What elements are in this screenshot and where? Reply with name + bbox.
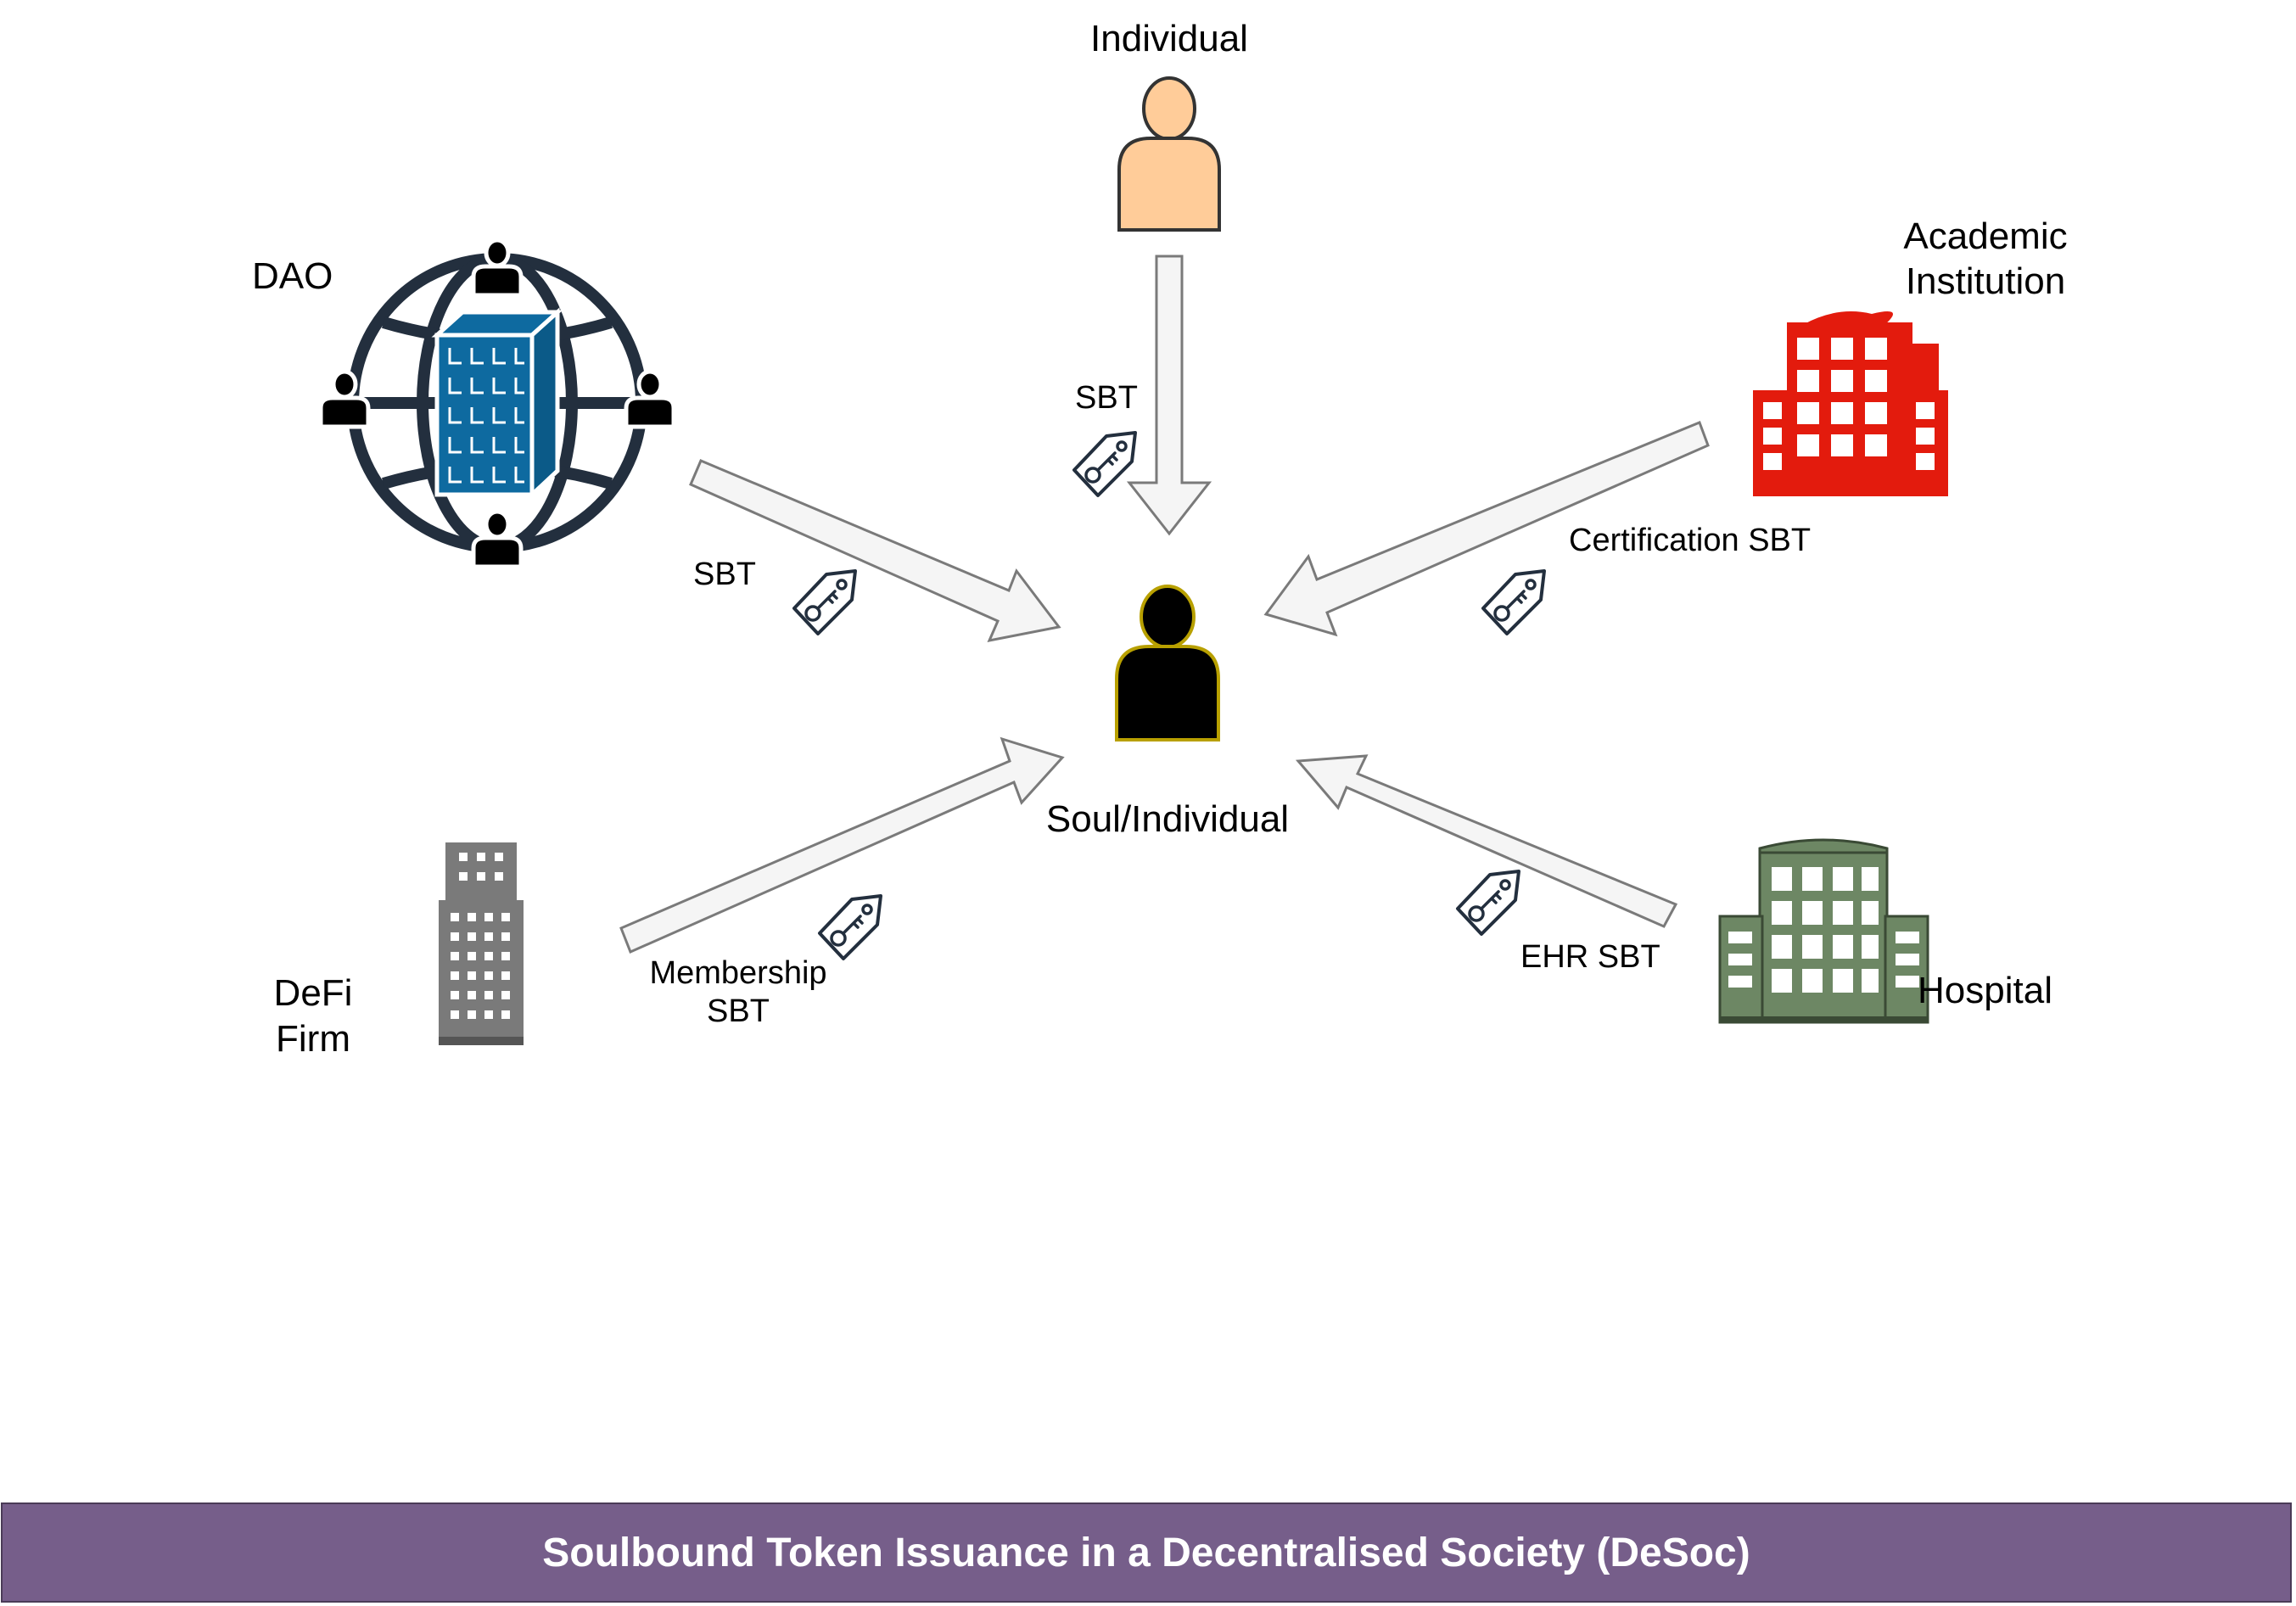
dao-building-icon [431,307,563,500]
dao-sbt-label: SBT [693,557,756,592]
dao-label: DAO [252,255,333,297]
defi-building-icon [439,842,524,1045]
sbt-tag-icon-academic [1481,569,1546,635]
hospital-sbt-label: EHR SBT [1520,939,1660,975]
sbt-tag-icon-individual [1072,431,1137,497]
academic-sbt-label: Certification SBT [1569,523,1812,558]
soul-person-icon [1115,585,1220,741]
arrow-dao-to-soul [689,459,1061,643]
caption-banner: Soulbound Token Issuance in a Decentrali… [1,1502,2292,1603]
sbt-tag-icon-defi [818,894,882,960]
defi-label-line1: DeFi [273,972,353,1014]
academic-label-line1: Academic [1903,215,2068,257]
defi-label-line2: Firm [276,1018,350,1060]
defi-sbt-label-line1: Membership [649,955,827,991]
caption-text: Soulbound Token Issuance in a Decentrali… [542,1530,1750,1575]
sbt-tag-icon-dao [792,569,857,635]
individual-person-icon [1117,76,1221,232]
soul-label: Soul/Individual [1045,798,1290,840]
dao-globe-icon [321,240,674,567]
individual-label: Individual [1090,18,1248,59]
hospital-building-icon [1718,838,1929,1024]
hospital-label: Hospital [1918,970,2052,1011]
academic-building-icon [1753,311,1948,496]
arrow-academic-to-soul [1263,421,1710,637]
academic-label-line2: Institution [1905,260,2066,302]
defi-sbt-label-line2: SBT [707,993,770,1029]
arrow-defi-to-soul [619,736,1065,954]
arrow-individual-to-soul [1126,255,1212,536]
arrow-hospital-to-soul [1295,754,1678,928]
individual-sbt-label: SBT [1075,380,1138,416]
sbt-tag-icon-hospital [1456,870,1520,936]
